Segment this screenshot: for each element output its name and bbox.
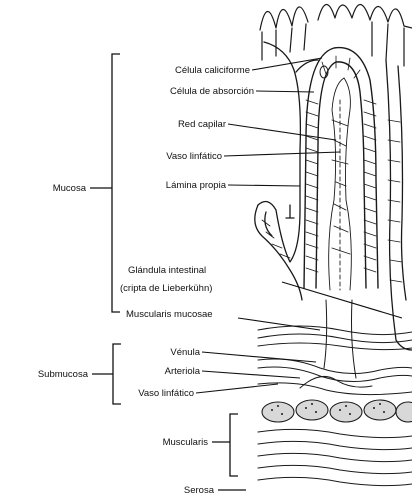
leader-vaso-linfatico <box>224 152 340 156</box>
serosa-label: Serosa <box>184 485 215 496</box>
capillary-network <box>329 78 352 290</box>
muscularis-label: Muscularis <box>163 437 209 448</box>
label-celula-caliciforme: Célula caliciforme <box>175 65 250 76</box>
central-villus <box>304 48 378 288</box>
label-glandula-line2: (cripta de Lieberkühn) <box>120 283 212 294</box>
label-venula: Vénula <box>170 347 200 358</box>
submucosa-label: Submucosa <box>38 369 89 380</box>
leader-lamina-propia <box>228 185 300 186</box>
label-red-capilar: Red capilar <box>178 119 226 130</box>
serosa-layers <box>258 429 412 485</box>
right-villus-edge <box>386 60 412 350</box>
leader-arteriola <box>202 371 300 378</box>
label-glandula-line1: Glándula intestinal <box>128 265 206 276</box>
leader-red-capilar <box>228 124 336 140</box>
leader-celula-absorcion <box>256 91 314 92</box>
label-vaso-linfatico-sub: Vaso linfático <box>138 388 194 399</box>
muscularis-mucosae-band <box>258 326 412 350</box>
muscularis-bracket <box>212 414 238 476</box>
leader-muscularis-mucosae <box>238 318 320 330</box>
structure-labels: Célula caliciforme Célula de absorción R… <box>120 65 254 399</box>
muscularis-cells <box>262 400 412 422</box>
label-vaso-linfatico: Vaso linfático <box>166 151 222 162</box>
mucosa-label: Mucosa <box>53 183 87 194</box>
label-muscularis-mucosae: Muscularis mucosae <box>126 309 213 320</box>
submucosa-bracket <box>92 344 121 404</box>
mucosa-bracket <box>90 54 120 312</box>
leader-glandula <box>282 282 402 318</box>
label-lamina-propia: Lámina propia <box>166 180 227 191</box>
villus-illustration <box>255 4 412 485</box>
label-arteriola: Arteriola <box>165 366 201 377</box>
leader-venula <box>202 352 316 362</box>
leader-vaso-linfatico-sub <box>196 384 278 393</box>
label-celula-absorcion: Célula de absorción <box>170 86 254 97</box>
